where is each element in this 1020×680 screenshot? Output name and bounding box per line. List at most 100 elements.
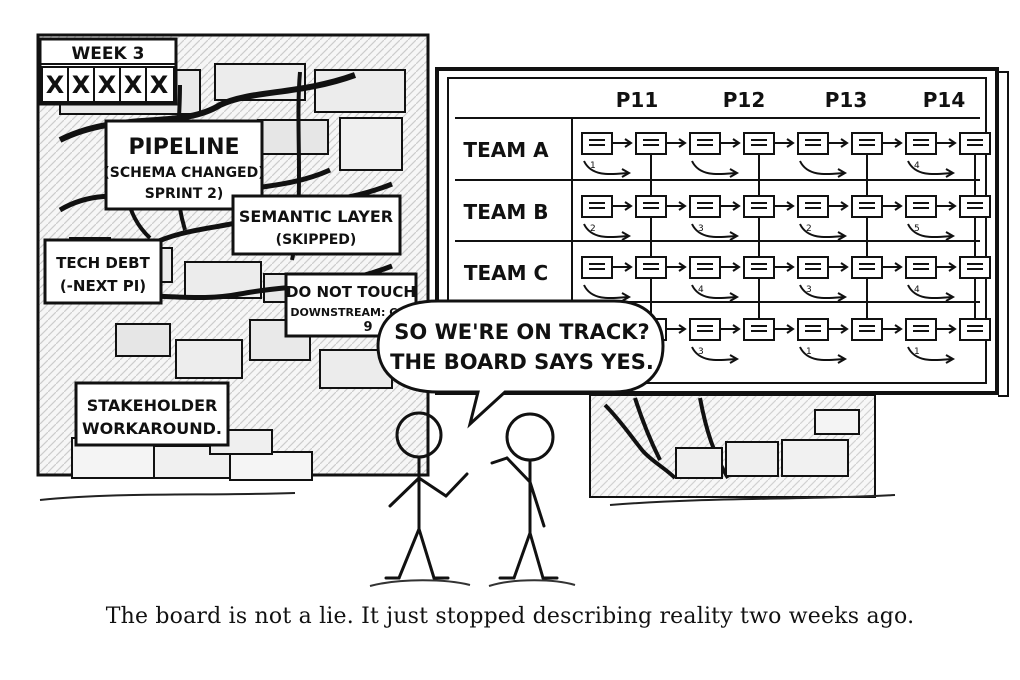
dependency-curve	[907, 346, 953, 362]
dependency-curve	[799, 284, 845, 300]
dependency-curve-head	[945, 231, 956, 241]
comic-caption: The board is not a lie. It just stopped …	[105, 604, 915, 629]
week-mark: X	[150, 71, 169, 99]
dependency-curve	[907, 160, 953, 176]
roadmap-card-number: 3	[698, 347, 704, 357]
roadmap-card	[797, 132, 829, 155]
dependency-arrowhead	[786, 201, 795, 211]
roadmap-card	[905, 256, 937, 279]
roadmap-card-number: 4	[914, 285, 920, 295]
roadmap-card	[851, 195, 883, 218]
roadmap-card	[689, 132, 721, 155]
week-mark: X	[72, 71, 91, 99]
dependency-curve	[583, 284, 629, 300]
clutter-right-floor	[589, 394, 876, 498]
dependency-curve-head	[837, 292, 848, 302]
roadmap-card	[743, 195, 775, 218]
roadmap-card-number: 4	[698, 285, 704, 295]
dependency-curve	[799, 346, 845, 362]
week-mark: X	[46, 71, 65, 99]
dependency-curve	[799, 160, 845, 176]
speech-line-2: THE BOARD SAYS YES.	[390, 350, 654, 374]
stakeholder-line-2: WORKAROUND.	[82, 419, 222, 438]
do-not-touch-line-3: 9	[363, 320, 372, 335]
roadmap-card	[851, 132, 883, 155]
dependency-arrowhead	[948, 201, 957, 211]
dependency-curve-head	[837, 231, 848, 241]
dependency-arrowhead	[678, 201, 687, 211]
roadmap-card-number: 1	[590, 161, 596, 171]
dependency-arrowhead	[894, 138, 903, 148]
roadmap-card	[743, 256, 775, 279]
dependency-arrowhead	[840, 262, 849, 272]
dependency-arrowhead	[732, 324, 741, 334]
roadmap-card	[905, 318, 937, 341]
roadmap-card	[959, 318, 991, 341]
roadmap-card	[959, 132, 991, 155]
dependency-arrowhead	[840, 201, 849, 211]
stick-figure-left	[384, 411, 469, 580]
pipeline-sign: PIPELINE (SCHEMA CHANGED) SPRINT 2)	[103, 119, 265, 211]
roadmap-card	[635, 132, 667, 155]
dependency-arrowhead	[948, 262, 957, 272]
dependency-curve-head	[621, 292, 632, 302]
dependency-arrowhead	[894, 201, 903, 211]
dependency-arrowhead	[786, 138, 795, 148]
dependency-arrowhead	[624, 201, 633, 211]
dependency-curve	[799, 223, 845, 239]
dependency-arrowhead	[840, 324, 849, 334]
roadmap-card-number: 2	[590, 224, 596, 234]
dependency-curve	[907, 223, 953, 239]
roadmap-card-number: 3	[698, 224, 704, 234]
roadmap-card	[689, 256, 721, 279]
dependency-arrowhead	[678, 324, 687, 334]
roadmap-card	[797, 318, 829, 341]
dependency-arrowhead	[894, 324, 903, 334]
board-column-label: P11	[616, 88, 659, 112]
pipeline-title: PIPELINE	[128, 135, 239, 160]
dependency-arrowhead	[732, 201, 741, 211]
roadmap-card	[689, 195, 721, 218]
roadmap-card	[743, 318, 775, 341]
dependency-curve-head	[621, 231, 632, 241]
speech-bubble: SO WE'RE ON TRACK? THE BOARD SAYS YES.	[376, 299, 665, 429]
tech-debt-sign: TECH DEBT (-NEXT PI)	[43, 238, 163, 305]
dependency-curve-head	[837, 354, 848, 364]
dependency-curve	[583, 223, 629, 239]
dependency-curve-head	[729, 168, 740, 178]
roadmap-card	[797, 195, 829, 218]
board-column-label: P14	[923, 88, 966, 112]
do-not-touch-line-1: DO NOT TOUCH	[286, 283, 416, 301]
dependency-arrowhead	[948, 138, 957, 148]
dependency-arrowhead	[678, 138, 687, 148]
do-not-touch-line-2: DOWNSTREAM: CO!	[290, 306, 411, 319]
board-row-label: TEAM B	[464, 200, 549, 224]
roadmap-card	[581, 256, 613, 279]
roadmap-card	[959, 195, 991, 218]
roadmap-card	[905, 132, 937, 155]
dependency-arrowhead	[786, 324, 795, 334]
stakeholder-sign: STAKEHOLDER WORKAROUND.	[74, 381, 230, 447]
dependency-arrowhead	[786, 262, 795, 272]
stakeholder-line-1: STAKEHOLDER	[87, 396, 218, 415]
roadmap-card	[743, 132, 775, 155]
dependency-curve-head	[837, 168, 848, 178]
dependency-arrowhead	[894, 262, 903, 272]
roadmap-card	[797, 256, 829, 279]
dependency-curve	[691, 284, 737, 300]
roadmap-card	[581, 195, 613, 218]
semantic-layer-line-1: SEMANTIC LAYER	[239, 207, 393, 226]
roadmap-card	[851, 256, 883, 279]
roadmap-card	[905, 195, 937, 218]
dependency-curve-head	[945, 354, 956, 364]
board-column-label: P12	[723, 88, 766, 112]
tech-debt-line-2: (-NEXT PI)	[60, 277, 146, 295]
speech-line-1: SO WE'RE ON TRACK?	[394, 320, 649, 344]
roadmap-card-number: 4	[914, 161, 920, 171]
dependency-curve	[907, 284, 953, 300]
dependency-curve	[691, 223, 737, 239]
floor-shadows	[39, 492, 896, 587]
roadmap-card	[581, 132, 613, 155]
dependency-arrowhead	[948, 324, 957, 334]
